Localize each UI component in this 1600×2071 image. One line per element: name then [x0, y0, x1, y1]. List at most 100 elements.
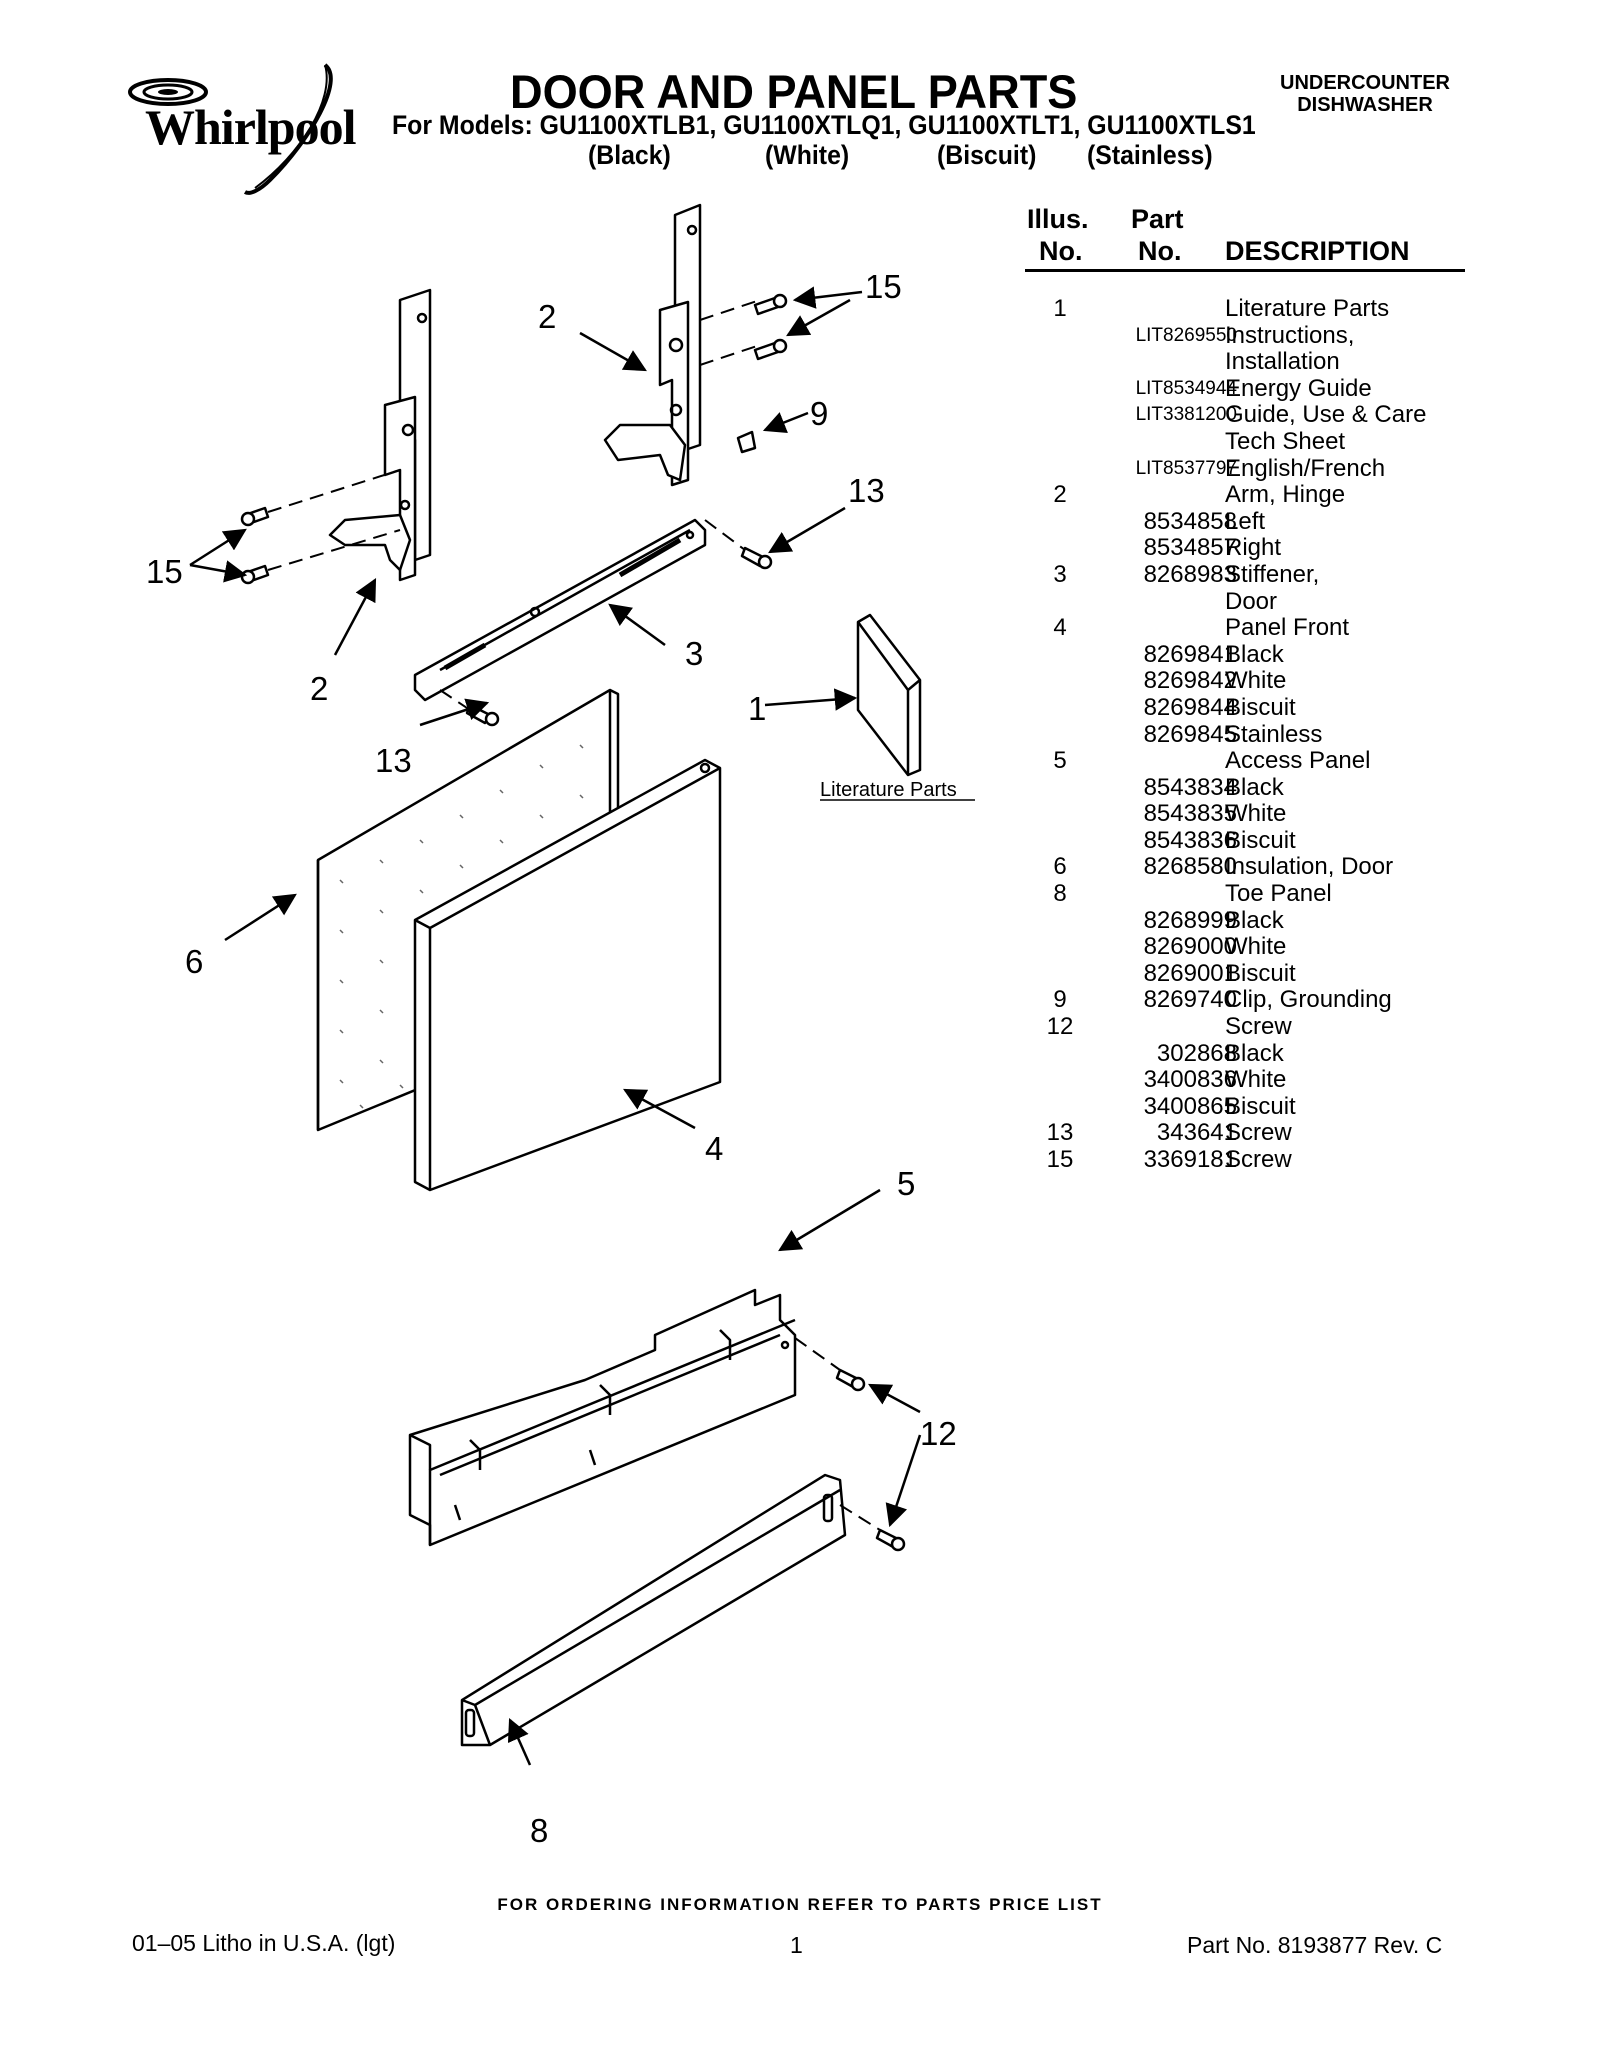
category-line: DISHWASHER — [1297, 94, 1433, 116]
illus-number: 6 — [1053, 853, 1067, 881]
part-description: Stainless — [1225, 720, 1323, 748]
appliance-category: UNDERCOUNTER DISHWASHER — [1265, 72, 1465, 116]
part-description: White — [1225, 933, 1287, 961]
callout-9: 9 — [810, 395, 828, 432]
part-number: 8269000 — [1143, 933, 1237, 961]
part-number: 8269844 — [1143, 693, 1237, 721]
illus-number: 8 — [1053, 880, 1067, 908]
callout-4: 4 — [705, 1130, 723, 1167]
screw-12-upper — [835, 1368, 866, 1392]
model-color-black: (Black) — [588, 140, 671, 170]
illus-number: 2 — [1053, 481, 1067, 509]
part-number: LIT8534944 — [1135, 377, 1237, 399]
part-description: Stiffener, — [1225, 560, 1320, 588]
part-description: Toe Panel — [1225, 880, 1332, 908]
toe-panel-part — [460, 1473, 847, 1747]
callout-8: 8 — [530, 1812, 548, 1849]
model-color-stainless: (Stainless) — [1087, 140, 1213, 170]
part-description: Right — [1225, 534, 1282, 562]
callout-15-left: 15 — [146, 553, 183, 590]
part-description: Screw — [1225, 1013, 1292, 1041]
part-description: Black — [1225, 640, 1284, 668]
part-number: 343641 — [1156, 1119, 1237, 1147]
screw-15-upper-right — [753, 293, 788, 316]
hinge-arm-left-part — [328, 288, 432, 582]
part-description: White — [1225, 800, 1287, 828]
part-description: Door — [1225, 587, 1278, 615]
header-description: DESCRIPTION — [1225, 236, 1410, 266]
part-description: Energy Guide — [1225, 374, 1372, 402]
part-number: LIT8269550 — [1135, 324, 1237, 346]
callout-13-right: 13 — [848, 472, 885, 509]
part-description: Black — [1225, 773, 1284, 801]
callout-12: 12 — [920, 1415, 957, 1452]
part-number: 8543835 — [1143, 800, 1237, 828]
callout-15-right: 15 — [865, 268, 902, 305]
part-description: Arm, Hinge — [1225, 481, 1346, 509]
part-number: 3400836 — [1143, 1066, 1237, 1094]
part-number: 3369181 — [1143, 1146, 1237, 1173]
part-description: Guide, Use & Care — [1225, 401, 1427, 429]
part-description: Clip, Grounding — [1225, 986, 1392, 1014]
header-illus: Illus. — [1027, 204, 1089, 234]
literature-parts-label: Literature Parts — [820, 779, 957, 801]
part-number: 3400865 — [1143, 1092, 1237, 1120]
part-description: Biscuit — [1225, 1092, 1296, 1120]
screw-15-upper-left — [240, 506, 270, 527]
illus-number: 13 — [1046, 1119, 1074, 1147]
part-description: Access Panel — [1225, 747, 1371, 775]
table-row: Door — [1025, 587, 1505, 616]
part-number: 8543834 — [1143, 773, 1237, 801]
part-description: English/French — [1225, 454, 1386, 482]
part-description: Biscuit — [1225, 693, 1296, 721]
part-description: Screw — [1225, 1119, 1292, 1147]
part-description: Tech Sheet — [1225, 427, 1346, 455]
part-description: White — [1225, 667, 1287, 695]
part-description: Instructions, — [1225, 321, 1355, 349]
callout-6: 6 — [185, 943, 203, 980]
screw-12-lower — [875, 1528, 906, 1552]
table-row: Installation — [1025, 349, 1505, 376]
illus-number: 12 — [1046, 1013, 1074, 1041]
table-row: 8 Toe Panel — [1025, 880, 1505, 908]
illus-number: 4 — [1053, 614, 1067, 642]
part-number: 8269740 — [1143, 986, 1237, 1014]
front-panel-part — [413, 758, 722, 1192]
part-number: 302868 — [1156, 1039, 1237, 1067]
screw-15-lower-left — [240, 564, 270, 585]
table-row: 12 Screw — [1025, 1013, 1505, 1041]
illus-number: 9 — [1053, 986, 1067, 1014]
part-description: Biscuit — [1225, 959, 1296, 987]
callout-2-left: 2 — [310, 670, 328, 707]
part-number: 8534858 — [1143, 507, 1237, 535]
part-number: 8543836 — [1143, 826, 1237, 854]
model-color-biscuit: (Biscuit) — [937, 140, 1037, 170]
part-number: 8534857 — [1143, 534, 1237, 562]
brand-logo-text: Whirlpool — [145, 99, 356, 155]
part-number: LIT8537797 — [1135, 457, 1237, 479]
part-number: LIT3381200 — [1135, 404, 1237, 426]
grounding-clip-part — [736, 430, 757, 454]
model-color-white: (White) — [765, 140, 850, 170]
header-illus-no: No. — [1039, 236, 1083, 266]
callout-13-left: 13 — [375, 742, 412, 779]
part-number: 8268983 — [1143, 560, 1237, 588]
